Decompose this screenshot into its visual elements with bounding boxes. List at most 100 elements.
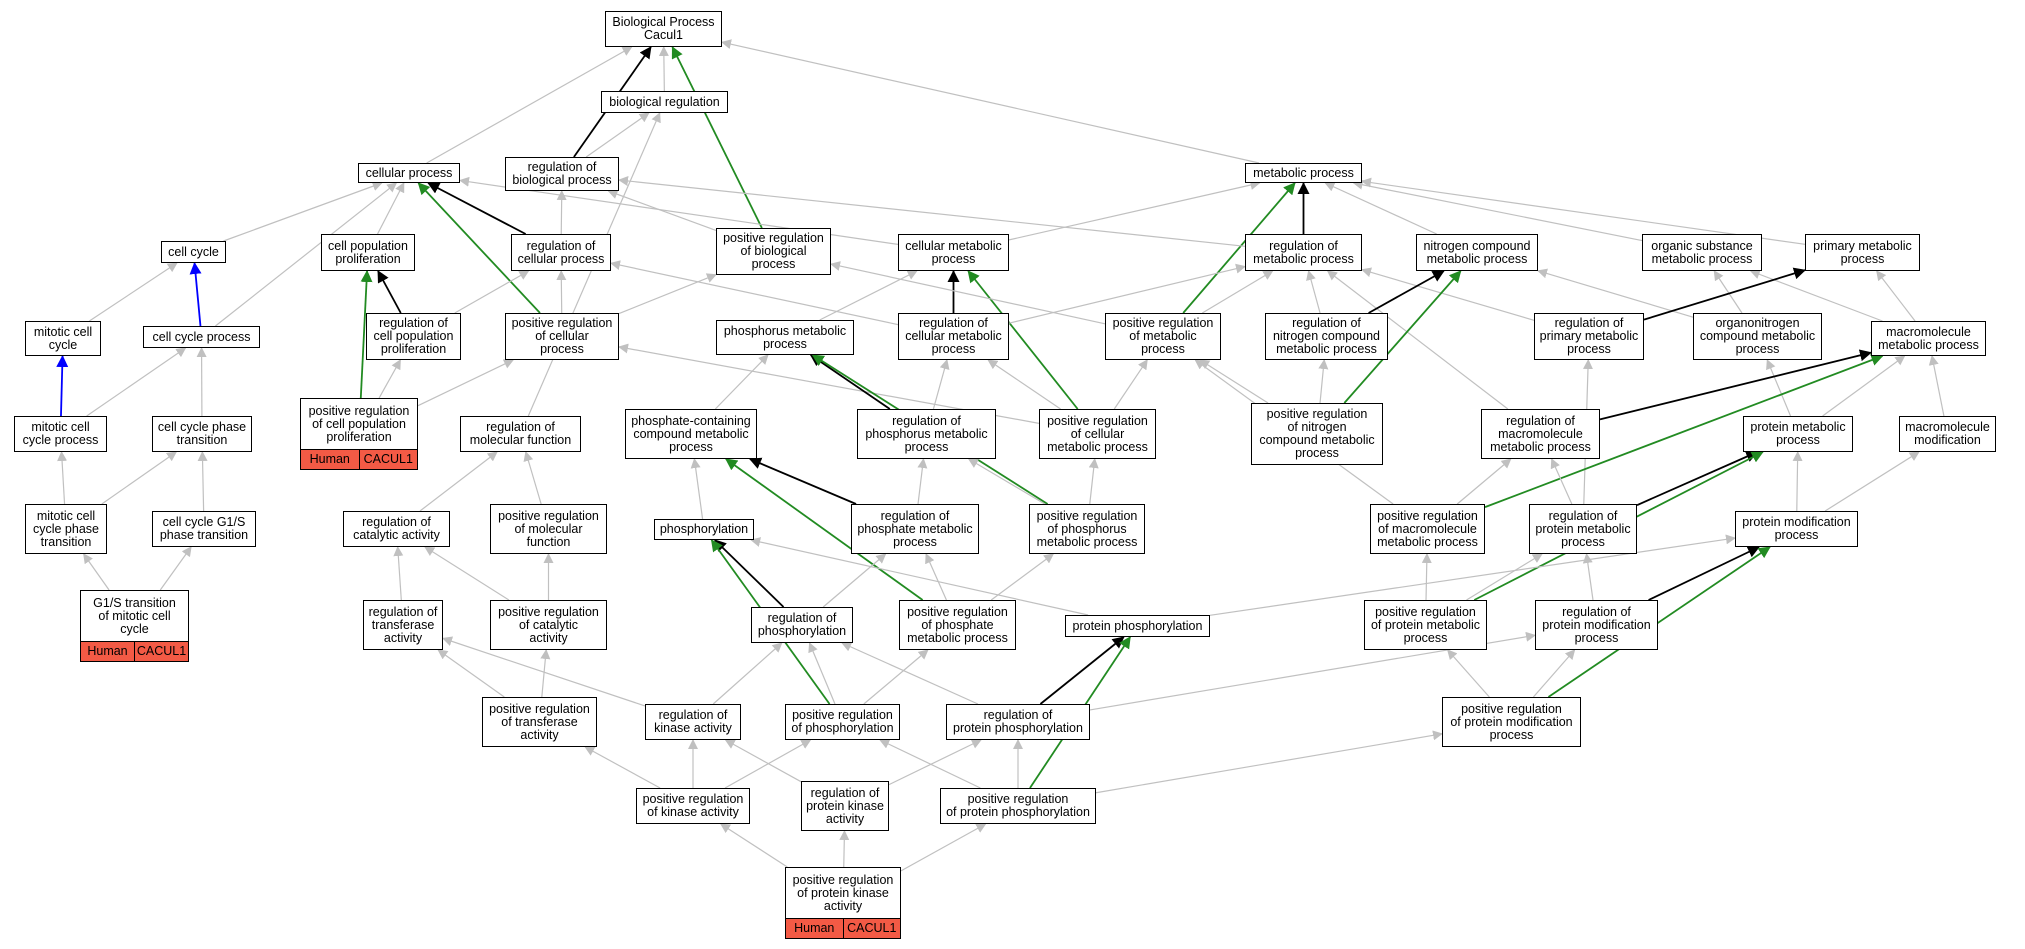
- edge-is-a: [1713, 270, 1743, 314]
- node-positive-regulation-of-phosphorus-metabolic-process[interactable]: positive regulation of phosphorus metabo…: [1029, 504, 1145, 554]
- edge-regulates: [749, 457, 857, 505]
- edge-regulates: [809, 354, 891, 410]
- node-primary-metabolic-process[interactable]: primary metabolic process: [1805, 234, 1920, 271]
- node-phosphorylation[interactable]: phosphorylation: [654, 519, 754, 540]
- node-cell-cycle[interactable]: cell cycle: [161, 241, 226, 263]
- node-regulation-of-metabolic-process[interactable]: regulation of metabolic process: [1245, 234, 1362, 271]
- node-positive-regulation-of-catalytic-activity[interactable]: positive regulation of catalytic activit…: [490, 600, 607, 650]
- edge-is-a: [714, 354, 769, 410]
- node-positive-regulation-of-biological-process[interactable]: positive regulation of biological proces…: [716, 228, 831, 275]
- node-regulation-of-phosphorylation[interactable]: regulation of phosphorylation: [751, 607, 853, 643]
- node-regulation-of-cell-population-proliferation[interactable]: regulation of cell population proliferat…: [366, 313, 461, 360]
- node-positive-regulation-of-protein-phosphorylation[interactable]: positive regulation of protein phosphory…: [940, 788, 1096, 824]
- edge-is-a: [925, 553, 947, 601]
- node-regulation-of-macromolecule-metabolic-process[interactable]: regulation of macromolecule metabolic pr…: [1481, 409, 1600, 459]
- edge-is-a: [556, 190, 567, 235]
- node-regulation-of-catalytic-activity[interactable]: regulation of catalytic activity: [343, 511, 450, 547]
- node-organonitrogen-compound-metabolic-process[interactable]: organonitrogen compound metabolic proces…: [1693, 313, 1822, 360]
- edge-positively-regulates: [1547, 546, 1771, 698]
- node-biological-process-root[interactable]: Biological Process Cacul1: [605, 11, 722, 47]
- node-positive-regulation-of-cellular-metabolic-process[interactable]: positive regulation of cellular metaboli…: [1039, 409, 1156, 459]
- edge-is-a: [618, 176, 1246, 247]
- term-label: positive regulation of cell population p…: [308, 403, 410, 444]
- node-protein-modification-process[interactable]: protein modification process: [1735, 511, 1858, 547]
- node-cellular-metabolic-process[interactable]: cellular metabolic process: [898, 234, 1009, 271]
- node-positive-regulation-of-cell-population-proliferation[interactable]: positive regulation of cell population p…: [300, 398, 418, 470]
- edge-is-a: [1361, 267, 1535, 321]
- edge-positively-regulates: [725, 458, 924, 601]
- edge-is-a: [712, 642, 783, 705]
- node-regulation-of-protein-modification-process[interactable]: regulation of protein modification proce…: [1535, 600, 1658, 650]
- node-metabolic-process[interactable]: metabolic process: [1245, 163, 1362, 183]
- node-macromolecule-modification[interactable]: macromolecule modification: [1899, 416, 1996, 452]
- node-nitrogen-compound-metabolic-process[interactable]: nitrogen compound metabolic process: [1416, 234, 1538, 271]
- node-phosphorus-metabolic-process[interactable]: phosphorus metabolic process: [716, 320, 854, 355]
- edge-is-a: [417, 359, 514, 407]
- species-tag: Human: [301, 450, 359, 469]
- edge-is-a: [724, 739, 812, 789]
- edge-is-a: [419, 451, 498, 512]
- node-regulation-of-protein-kinase-activity[interactable]: regulation of protein kinase activity: [801, 781, 889, 831]
- node-mitotic-cell-cycle-process[interactable]: mitotic cell cycle process: [14, 416, 107, 452]
- edge-is-a: [1095, 730, 1443, 794]
- node-cell-cycle-phase-transition[interactable]: cell cycle phase transition: [152, 416, 252, 452]
- edge-is-a: [1532, 649, 1576, 698]
- node-protein-metabolic-process[interactable]: protein metabolic process: [1743, 416, 1853, 452]
- edge-is-a: [585, 112, 650, 158]
- edge-is-a: [377, 182, 405, 235]
- node-regulation-of-transferase-activity[interactable]: regulation of transferase activity: [363, 600, 443, 650]
- node-regulation-of-kinase-activity[interactable]: regulation of kinase activity: [645, 704, 741, 740]
- node-regulation-of-nitrogen-compound-metabolic-process[interactable]: regulation of nitrogen compound metaboli…: [1265, 313, 1388, 360]
- edge-is-a: [879, 739, 981, 789]
- edge-is-a: [584, 746, 661, 789]
- node-positive-regulation-of-phosphate-metabolic-process[interactable]: positive regulation of phosphate metabol…: [899, 600, 1016, 650]
- node-regulation-of-phosphate-metabolic-process[interactable]: regulation of phosphate metabolic proces…: [851, 504, 979, 554]
- edge-is-a: [990, 553, 1055, 601]
- node-mitotic-cell-cycle[interactable]: mitotic cell cycle: [25, 321, 101, 356]
- edge-is-a: [1456, 458, 1512, 505]
- edge-part-of: [56, 355, 69, 417]
- node-organic-substance-metabolic-process[interactable]: organic substance metabolic process: [1642, 234, 1762, 271]
- node-positive-regulation-of-metabolic-process[interactable]: positive regulation of metabolic process: [1105, 313, 1221, 360]
- node-regulation-of-molecular-function[interactable]: regulation of molecular function: [460, 416, 581, 452]
- edge-is-a: [57, 451, 68, 505]
- edge-is-a: [159, 546, 192, 591]
- node-biological-regulation[interactable]: biological regulation: [601, 91, 728, 113]
- node-regulation-of-cellular-metabolic-process[interactable]: regulation of cellular metabolic process: [898, 313, 1009, 360]
- node-positive-regulation-of-nitrogen-compound-metabolic-process[interactable]: positive regulation of nitrogen compound…: [1251, 403, 1383, 465]
- edge-regulates: [1599, 349, 1872, 421]
- node-positive-regulation-of-molecular-function[interactable]: positive regulation of molecular functio…: [490, 504, 607, 554]
- node-regulation-of-primary-metabolic-process[interactable]: regulation of primary metabolic process: [1534, 313, 1644, 360]
- edge-positively-regulates: [671, 46, 763, 229]
- node-regulation-of-biological-process[interactable]: regulation of biological process: [505, 157, 619, 191]
- node-cell-cycle-g1s-phase-transition[interactable]: cell cycle G1/S phase transition: [152, 511, 256, 547]
- node-cell-population-proliferation[interactable]: cell population proliferation: [321, 234, 415, 271]
- node-positive-regulation-of-protein-kinase-activity[interactable]: positive regulation of protein kinase ac…: [785, 867, 901, 939]
- node-positive-regulation-of-phosphorylation[interactable]: positive regulation of phosphorylation: [785, 704, 900, 740]
- node-cell-cycle-process[interactable]: cell cycle process: [143, 326, 260, 348]
- node-positive-regulation-of-kinase-activity[interactable]: positive regulation of kinase activity: [636, 788, 750, 824]
- edge-regulates: [1636, 450, 1759, 506]
- node-regulation-of-phosphorus-metabolic-process[interactable]: regulation of phosphorus metabolic proce…: [857, 409, 996, 459]
- edge-regulates: [714, 539, 785, 608]
- node-protein-phosphorylation[interactable]: protein phosphorylation: [1065, 615, 1210, 637]
- edge-is-a: [618, 273, 717, 315]
- edge-positively-regulates: [1343, 270, 1462, 404]
- edge-is-a: [900, 823, 987, 872]
- node-cellular-process[interactable]: cellular process: [358, 163, 460, 183]
- edge-is-a: [442, 636, 646, 707]
- node-regulation-of-protein-phosphorylation[interactable]: regulation of protein phosphorylation: [946, 704, 1090, 740]
- node-macromolecule-metabolic-process[interactable]: macromolecule metabolic process: [1871, 321, 1986, 356]
- node-g1s-transition-of-mitotic-cell-cycle[interactable]: G1/S transition of mitotic cell cycle Hu…: [80, 590, 189, 662]
- edge-is-a: [1824, 451, 1920, 512]
- node-positive-regulation-of-protein-metabolic-process[interactable]: positive regulation of protein metabolic…: [1364, 600, 1487, 650]
- node-positive-regulation-of-cellular-process[interactable]: positive regulation of cellular process: [505, 313, 619, 360]
- edge-is-a: [1008, 180, 1261, 241]
- node-mitotic-cell-cycle-phase-transition[interactable]: mitotic cell cycle phase transition: [25, 504, 107, 554]
- node-positive-regulation-of-transferase-activity[interactable]: positive regulation of transferase activ…: [482, 697, 597, 747]
- node-positive-regulation-of-protein-modification-process[interactable]: positive regulation of protein modificat…: [1442, 697, 1581, 747]
- node-regulation-of-protein-metabolic-process[interactable]: regulation of protein metabolic process: [1529, 504, 1637, 554]
- node-positive-regulation-of-macromolecule-metabolic-process[interactable]: positive regulation of macromolecule met…: [1370, 504, 1485, 554]
- node-regulation-of-cellular-process[interactable]: regulation of cellular process: [511, 234, 611, 271]
- node-phosphate-containing-compound-metabolic-process[interactable]: phosphate-containing compound metabolic …: [625, 409, 757, 459]
